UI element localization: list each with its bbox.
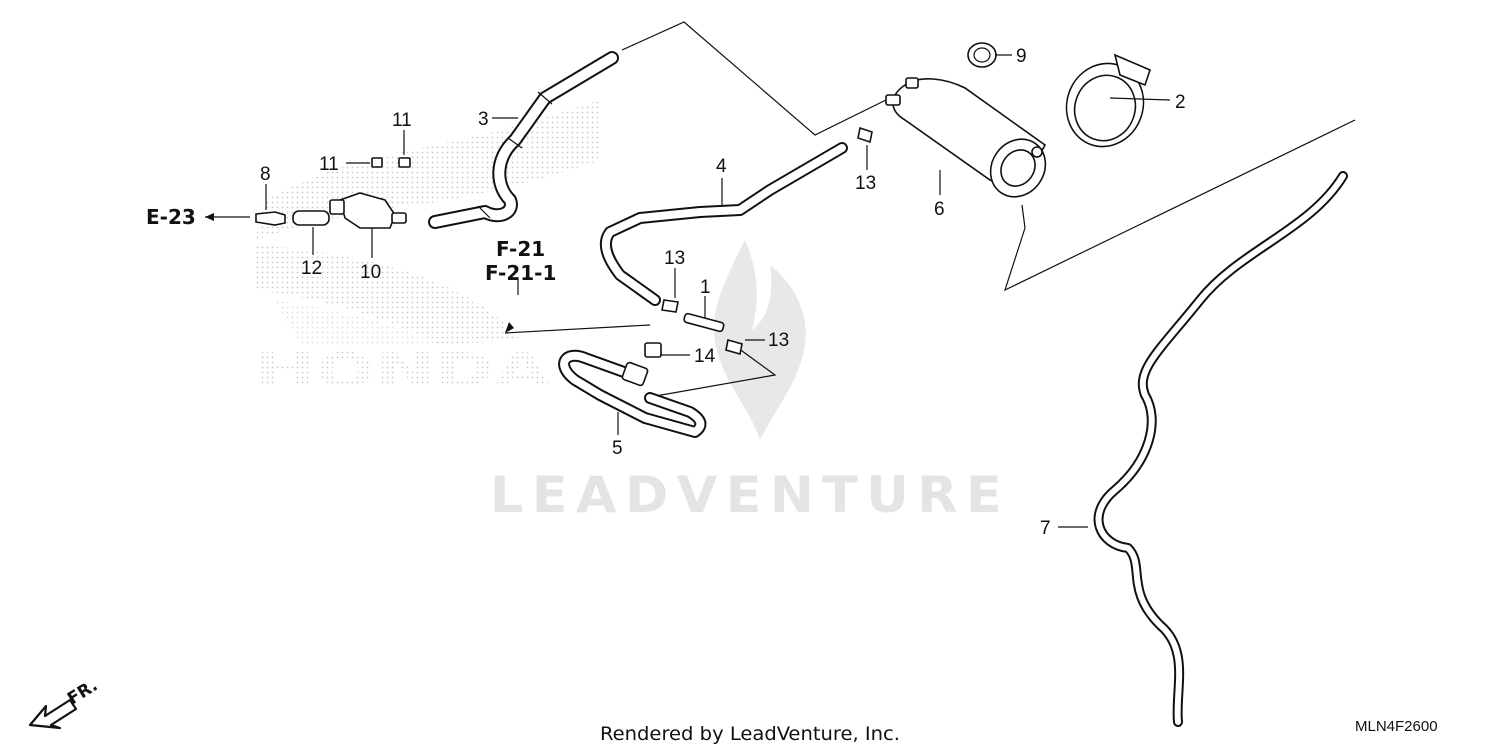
honda-brand-watermark: HONDA (255, 343, 551, 397)
callout-13-a: 13 (855, 173, 876, 194)
e23-arrow-icon (205, 213, 214, 221)
callout-10: 10 (360, 262, 381, 283)
tube-1 (683, 312, 725, 333)
canister-6 (885, 77, 1047, 229)
callout-2: 2 (1175, 92, 1186, 113)
leader-lines (504, 21, 1356, 398)
hose-4 (599, 142, 848, 306)
hose-12 (292, 210, 330, 226)
callout-1: 1 (700, 277, 711, 298)
callout-12: 12 (301, 258, 322, 279)
honda-wing-watermark: HONDA (255, 100, 600, 397)
callout-3: 3 (478, 109, 489, 130)
ref-e-23[interactable]: E-23 (146, 205, 196, 229)
callout-7: 7 (1040, 518, 1051, 539)
callout-13-c: 13 (768, 330, 789, 351)
bolts-11 (371, 157, 411, 168)
f21-arrow-icon (505, 322, 514, 333)
callout-11-a: 11 (319, 154, 339, 175)
hose-3 (428, 51, 619, 229)
callout-14: 14 (694, 346, 716, 367)
valve-10 (329, 192, 407, 229)
clips-13 (661, 126, 873, 356)
callout-9: 9 (1016, 46, 1027, 67)
band-2 (1065, 53, 1151, 148)
leadventure-watermark: LEADVENTURE (490, 466, 1010, 524)
callout-6: 6 (934, 199, 945, 220)
callout-5: 5 (612, 438, 623, 459)
joint-8 (255, 211, 286, 226)
callout-11-b: 11 (392, 110, 412, 131)
ref-f-21-1[interactable]: F-21-1 (485, 261, 556, 285)
rendered-by-label: Rendered by LeadVenture, Inc. (600, 723, 900, 745)
front-arrow-icon (28, 698, 78, 730)
ref-f-21[interactable]: F-21 (496, 237, 545, 261)
callout-8: 8 (260, 164, 271, 185)
cap-9 (967, 42, 997, 68)
callout-13-b: 13 (664, 248, 685, 269)
callout-leaders (205, 54, 1171, 528)
hose-5 (558, 349, 707, 438)
joint-14 (644, 342, 662, 358)
hose-7 (1093, 171, 1348, 727)
diagram-code: MLN4F2600 (1355, 718, 1438, 735)
callout-4: 4 (716, 156, 727, 177)
